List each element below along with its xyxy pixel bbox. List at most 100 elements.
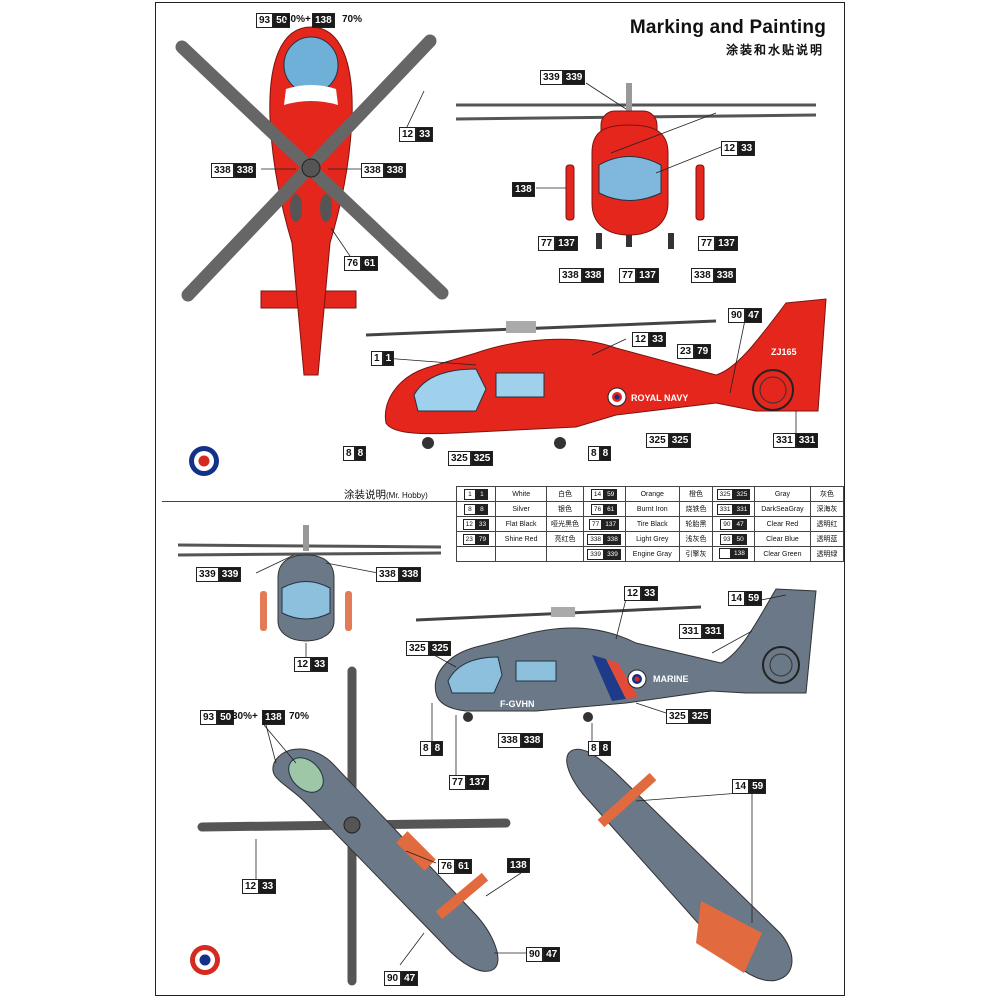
callout-code-dark: 137: [636, 268, 659, 283]
legend-color-name: Flat Black: [494, 516, 548, 532]
paint-code-chip: 138: [719, 547, 748, 559]
legend-heading-brand: (Mr. Hobby): [386, 491, 428, 500]
paint-callout: 138: [262, 710, 285, 725]
legend-color-name-cn: 橙色: [678, 486, 713, 502]
sheet-subtitle: 涂装和水贴说明: [725, 43, 824, 57]
callout-code-light: 90: [384, 971, 402, 986]
callout-code-dark: 138: [312, 13, 335, 28]
paint-code-light: 14: [590, 488, 605, 500]
top-view-gray: [197, 666, 526, 986]
callout-code-dark: 137: [715, 236, 738, 251]
paint-code-light: 8: [463, 503, 476, 515]
callout-code-light: 325: [406, 641, 429, 656]
legend-color-name: White: [494, 486, 548, 502]
callout-code-light: 338: [559, 268, 582, 283]
mix-percent-label: 30%+: [232, 711, 258, 722]
callout-code-dark: 8: [431, 741, 444, 756]
paint-code-dark: 79: [475, 533, 490, 545]
legend-color-name-cn: 透明红: [809, 516, 845, 532]
side-view-red: [365, 298, 827, 449]
callout-code-dark: 50: [273, 13, 291, 28]
callout-code-light: 12: [632, 332, 650, 347]
paint-code-dark: 61: [604, 503, 618, 515]
helicopter-artwork: ZJ165 ROYAL NAVY F-GVHN MARINE: [175, 26, 827, 986]
legend-color-name-cn: 引擎灰: [678, 546, 713, 562]
legend-color-name-cn: 亮红色: [546, 531, 584, 547]
paint-code-light: 76: [590, 503, 605, 515]
legend-color-name: Clear Blue: [753, 531, 811, 547]
paint-callout: 138: [512, 182, 535, 197]
callout-code-dark: 61: [361, 256, 379, 271]
front-view-gray: [177, 525, 442, 659]
gray-registration: F-GVHN: [500, 699, 535, 709]
legend-empty-cell: [494, 546, 548, 562]
callout-code-dark: 47: [745, 308, 763, 323]
bottom-view-gray: [566, 748, 793, 982]
callout-code-light: 77: [538, 236, 556, 251]
paint-code-light: 90: [720, 518, 734, 530]
callout-code-dark: 339: [562, 70, 586, 85]
callout-code-light: 93: [256, 13, 274, 28]
callout-code-dark: 33: [641, 586, 659, 601]
callout-code-dark: 1: [382, 351, 395, 366]
callout-code-light: 1: [371, 351, 383, 366]
callout-code-light: 12: [721, 141, 739, 156]
legend-color-name-cn: 灰色: [809, 486, 845, 502]
callout-code-dark: 338: [233, 163, 257, 178]
callout-code-light: 76: [438, 859, 456, 874]
legend-color-name: Engine Gray: [624, 546, 680, 562]
callout-code-light: 14: [732, 779, 750, 794]
sheet-title: Marking and Painting: [629, 17, 826, 38]
marking-sheet: ZJ165 ROYAL NAVY F-GVHN MARINE Marking a…: [155, 2, 845, 996]
paint-code-light: 23: [462, 533, 476, 545]
legend-color-name-cn: 银色: [546, 501, 584, 517]
legend-color-name: Burnt Iron: [624, 501, 680, 517]
callout-code-dark: 33: [738, 141, 756, 156]
callout-code-light: 8: [588, 741, 600, 756]
paint-code-dark: 50: [733, 533, 747, 545]
paint-code-light: 93: [720, 533, 734, 545]
legend-color-name: Light Grey: [624, 531, 680, 547]
callout-code-light: 338: [691, 268, 714, 283]
callout-code-dark: 33: [311, 657, 329, 672]
paint-code-dark: 325: [733, 488, 751, 500]
callout-code-dark: 59: [749, 779, 767, 794]
paint-code-light: 325: [716, 488, 734, 500]
callout-code-dark: 8: [599, 446, 612, 461]
callout-code-dark: 338: [383, 163, 407, 178]
callout-code-light: 325: [646, 433, 669, 448]
callout-code-light: 339: [196, 567, 219, 582]
legend-color-name-cn: 白色: [546, 486, 584, 502]
callout-code-light: 338: [376, 567, 399, 582]
legend-color-name-cn: 透明蓝: [809, 531, 845, 547]
callout-code-dark: 33: [259, 879, 277, 894]
callout-code-light: 90: [728, 308, 746, 323]
